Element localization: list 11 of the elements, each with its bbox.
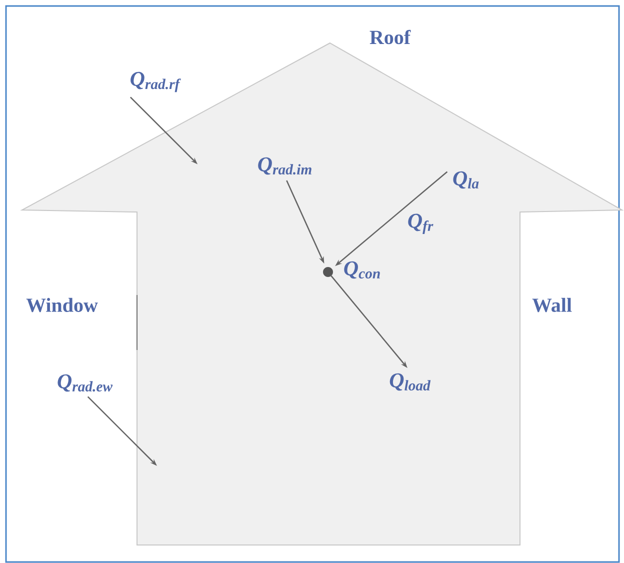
- heat-flow-label: Q$_{con}$: [344, 261, 380, 279]
- edge-label: Q$_{fr}$: [405, 212, 436, 236]
- heat-flow-label: Q$_{rad.rf}$: [130, 72, 181, 92]
- part-label: Window: [26, 298, 98, 312]
- part-label: Wall: [532, 298, 572, 312]
- heat-flow-label: Q$_{rad.ew}$: [58, 374, 113, 392]
- junction-dot: [323, 267, 333, 277]
- heat-flow-label: Q$_{la}$: [453, 171, 479, 189]
- heat-flow-label: Q$_{rad.im}$: [258, 157, 312, 175]
- part-label: Roof: [370, 30, 411, 44]
- heat-flow-label: Q$_{load}$: [390, 373, 431, 391]
